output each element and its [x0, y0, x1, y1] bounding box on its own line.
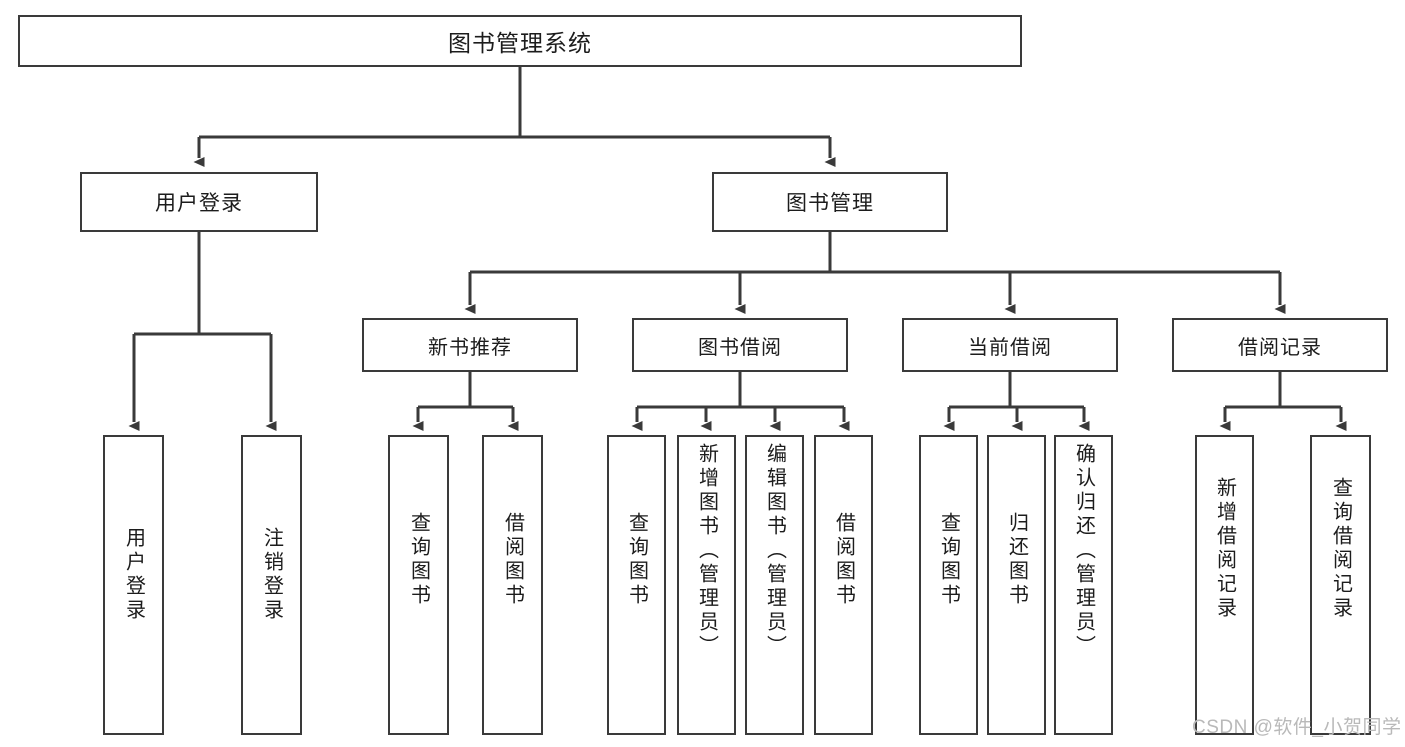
node-leaf-query-book-current[interactable]: 查询图书 — [919, 435, 978, 735]
node-leaf-confirm-return-admin[interactable]: 确认归还（管理员） — [1054, 435, 1113, 735]
csdn-watermark: CSDN @软件_小贺同学 — [1192, 717, 1402, 738]
node-new-book-recommend[interactable]: 新书推荐 — [362, 318, 578, 372]
node-new-book-recommend-label: 新书推荐 — [428, 336, 512, 359]
node-root-label: 图书管理系统 — [448, 30, 592, 56]
node-leaf-add-borrow-record-label: 新增借阅记录 — [1213, 477, 1236, 621]
node-leaf-query-borrow-record-label: 查询借阅记录 — [1329, 477, 1352, 621]
node-leaf-confirm-return-admin-label: 确认归还（管理员） — [1072, 443, 1095, 659]
node-leaf-borrow-book-recommend-label: 借阅图书 — [501, 512, 524, 608]
node-leaf-query-book-borrow-label: 查询图书 — [625, 512, 648, 608]
node-leaf-return-book[interactable]: 归还图书 — [987, 435, 1046, 735]
node-leaf-query-book-borrow[interactable]: 查询图书 — [607, 435, 666, 735]
node-borrow-record[interactable]: 借阅记录 — [1172, 318, 1388, 372]
node-user-login[interactable]: 用户登录 — [80, 172, 318, 232]
node-leaf-query-book-recommend-label: 查询图书 — [407, 512, 430, 608]
node-leaf-query-book-current-label: 查询图书 — [937, 512, 960, 608]
node-leaf-logout[interactable]: 注销登录 — [241, 435, 302, 735]
node-leaf-return-book-label: 归还图书 — [1005, 512, 1028, 608]
node-leaf-query-borrow-record[interactable]: 查询借阅记录 — [1310, 435, 1371, 735]
node-leaf-user-login-label: 用户登录 — [122, 527, 145, 623]
node-book-management-label: 图书管理 — [786, 192, 874, 215]
node-leaf-borrow-book-recommend[interactable]: 借阅图书 — [482, 435, 543, 735]
node-leaf-user-login[interactable]: 用户登录 — [103, 435, 164, 735]
node-leaf-add-borrow-record[interactable]: 新增借阅记录 — [1195, 435, 1254, 735]
node-leaf-add-book-admin-label: 新增图书（管理员） — [695, 443, 718, 659]
node-current-borrow[interactable]: 当前借阅 — [902, 318, 1118, 372]
node-user-login-label: 用户登录 — [155, 192, 243, 215]
node-book-management[interactable]: 图书管理 — [712, 172, 948, 232]
node-current-borrow-label: 当前借阅 — [968, 336, 1052, 359]
node-book-borrow-label: 图书借阅 — [698, 336, 782, 359]
node-leaf-edit-book-admin[interactable]: 编辑图书（管理员） — [745, 435, 804, 735]
node-leaf-add-book-admin[interactable]: 新增图书（管理员） — [677, 435, 736, 735]
node-root[interactable]: 图书管理系统 — [18, 15, 1022, 67]
node-borrow-record-label: 借阅记录 — [1238, 336, 1322, 359]
node-leaf-borrow-book-label: 借阅图书 — [832, 512, 855, 608]
node-leaf-edit-book-admin-label: 编辑图书（管理员） — [763, 443, 786, 659]
node-leaf-logout-label: 注销登录 — [260, 527, 283, 623]
node-leaf-borrow-book[interactable]: 借阅图书 — [814, 435, 873, 735]
node-leaf-query-book-recommend[interactable]: 查询图书 — [388, 435, 449, 735]
node-book-borrow[interactable]: 图书借阅 — [632, 318, 848, 372]
